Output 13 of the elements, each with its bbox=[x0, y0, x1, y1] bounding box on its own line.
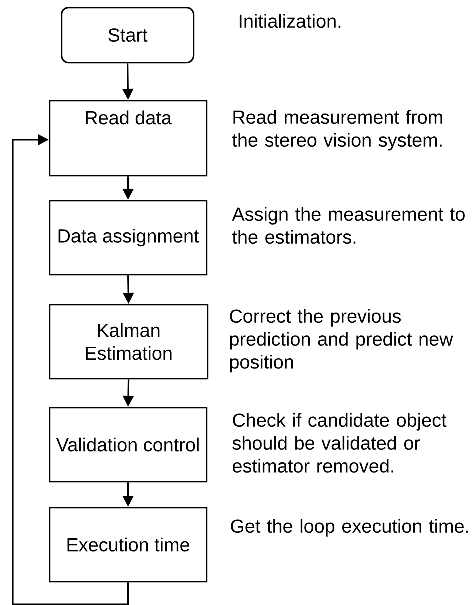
arrow bbox=[12, 134, 130, 605]
description-text: Initialization. bbox=[240, 14, 341, 28]
start-box: Start bbox=[61, 7, 195, 64]
description-text: Assign the measurement to the estimators. bbox=[232, 207, 465, 244]
description-text: Read measurement from the stereo vision system. bbox=[232, 110, 442, 151]
process-box: Execution time bbox=[49, 507, 208, 583]
process-box: Validation control bbox=[49, 407, 208, 483]
description-text: Check if candidate object should be validated or estimator removed. bbox=[232, 413, 447, 473]
description-text: Get the loop execution time. bbox=[231, 519, 468, 537]
process-box: Kalman Estimation bbox=[49, 304, 209, 380]
description-text: Correct the previous prediction and predict new position bbox=[230, 309, 454, 373]
process-box: Read data bbox=[49, 100, 208, 177]
process-box: Data assignment bbox=[49, 200, 208, 276]
